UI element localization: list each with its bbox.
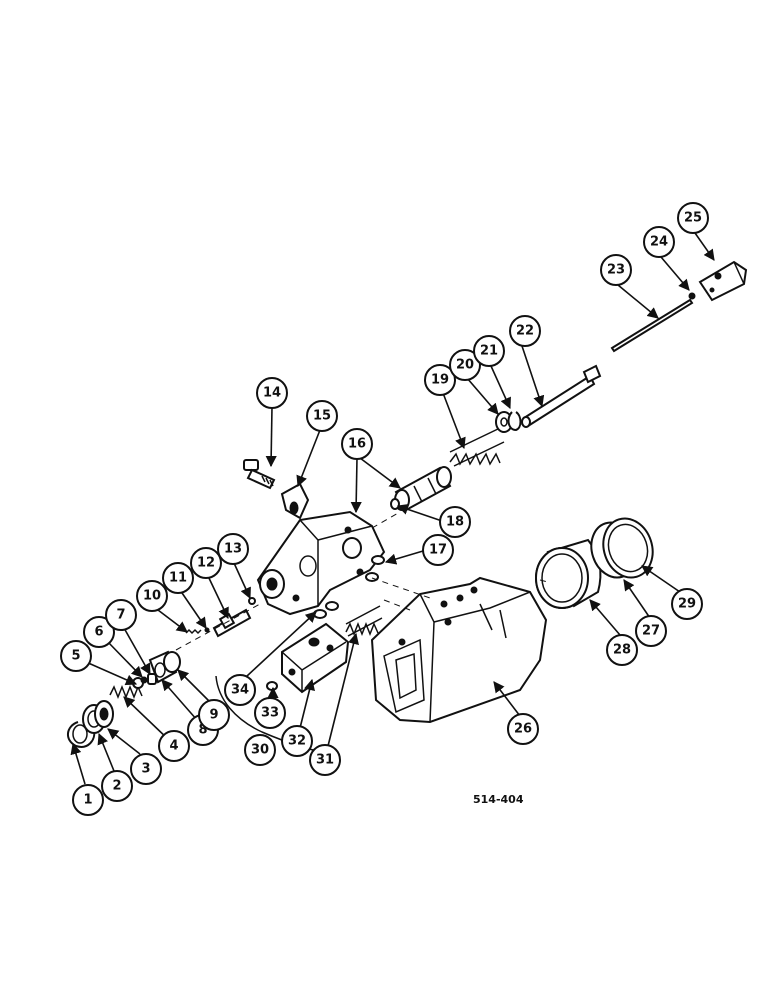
part-o-ring-9 bbox=[163, 651, 181, 673]
callout-21: 21 bbox=[473, 335, 505, 367]
callout-label: 31 bbox=[316, 753, 334, 768]
callout-31: 31 bbox=[309, 744, 341, 776]
callout-13: 13 bbox=[217, 533, 249, 565]
part-clevis-25 bbox=[698, 260, 748, 302]
part-o-rings-small bbox=[313, 601, 339, 619]
part-ring-29 bbox=[602, 517, 654, 579]
parts bbox=[67, 260, 748, 755]
part-valve-body bbox=[256, 510, 386, 616]
callout-4: 4 bbox=[158, 730, 190, 762]
callout-label: 9 bbox=[209, 708, 218, 723]
callout-25: 25 bbox=[677, 202, 709, 234]
callout-2: 2 bbox=[101, 770, 133, 802]
callout-label: 23 bbox=[607, 263, 625, 278]
callout-6: 6 bbox=[83, 616, 115, 648]
callout-10: 10 bbox=[136, 580, 168, 612]
callout-23: 23 bbox=[600, 254, 632, 286]
callout-label: 10 bbox=[143, 589, 161, 604]
part-ring-33 bbox=[266, 681, 278, 691]
part-valve-pieces bbox=[132, 673, 157, 689]
callout-label: 32 bbox=[288, 734, 306, 749]
callout-9: 9 bbox=[198, 699, 230, 731]
callout-label: 25 bbox=[684, 211, 702, 226]
callout-label: 1 bbox=[83, 793, 92, 808]
callout-3: 3 bbox=[130, 753, 162, 785]
callout-1: 1 bbox=[72, 784, 104, 816]
callout-label: 6 bbox=[94, 625, 103, 640]
callout-label: 8 bbox=[198, 723, 207, 738]
part-cap bbox=[82, 700, 114, 734]
callouts: 1 2 3 4 5 6 7 8 9 10 11 12 13 14 15 16 1… bbox=[60, 202, 709, 816]
callout-27: 27 bbox=[635, 615, 667, 647]
callout-7: 7 bbox=[105, 599, 137, 631]
callout-label: 22 bbox=[516, 324, 534, 339]
part-spool bbox=[394, 466, 452, 512]
callout-29: 29 bbox=[671, 588, 703, 620]
callout-label: 17 bbox=[429, 543, 447, 558]
callout-26: 26 bbox=[507, 713, 539, 745]
callout-22: 22 bbox=[509, 315, 541, 347]
callout-label: 13 bbox=[224, 542, 242, 557]
callout-5: 5 bbox=[60, 640, 92, 672]
callout-label: 30 bbox=[251, 743, 269, 758]
callout-17: 17 bbox=[422, 534, 454, 566]
callout-label: 11 bbox=[169, 571, 187, 586]
drawing-number: 514-404 bbox=[473, 793, 524, 806]
callout-16: 16 bbox=[341, 428, 373, 460]
callout-label: 5 bbox=[71, 649, 80, 664]
part-valve-block-32 bbox=[281, 622, 350, 694]
part-cylinder-housing bbox=[370, 576, 548, 724]
callout-15: 15 bbox=[306, 400, 338, 432]
callout-14: 14 bbox=[256, 377, 288, 409]
callout-label: 24 bbox=[650, 235, 668, 250]
part-ring-18 bbox=[390, 498, 400, 510]
callout-32: 32 bbox=[281, 725, 313, 757]
leader-lines bbox=[70, 232, 715, 785]
callout-20: 20 bbox=[449, 349, 481, 381]
callout-label: 12 bbox=[197, 556, 215, 571]
part-snap-ring-21 bbox=[507, 411, 522, 432]
callout-label: 14 bbox=[263, 386, 281, 401]
callout-12: 12 bbox=[190, 547, 222, 579]
callout-label: 34 bbox=[231, 683, 249, 698]
callout-label: 27 bbox=[642, 624, 660, 639]
callout-24: 24 bbox=[643, 226, 675, 258]
callout-label: 19 bbox=[431, 373, 449, 388]
callout-28: 28 bbox=[606, 634, 638, 666]
part-bolt-14 bbox=[243, 459, 276, 490]
part-bracket-15 bbox=[280, 482, 310, 520]
callout-label: 15 bbox=[313, 409, 331, 424]
callout-label: 33 bbox=[261, 706, 279, 721]
part-o-rings-17 bbox=[365, 555, 385, 582]
callout-label: 2 bbox=[112, 779, 121, 794]
part-rod-23 bbox=[610, 298, 694, 353]
callout-label: 29 bbox=[678, 597, 696, 612]
callout-18: 18 bbox=[439, 506, 471, 538]
callout-label: 3 bbox=[141, 762, 150, 777]
callout-30: 30 bbox=[244, 734, 276, 766]
callout-11: 11 bbox=[162, 562, 194, 594]
callout-33: 33 bbox=[254, 697, 286, 729]
callout-label: 16 bbox=[348, 437, 366, 452]
callout-label: 7 bbox=[116, 608, 125, 623]
callout-label: 4 bbox=[169, 739, 178, 754]
callout-label: 28 bbox=[613, 643, 631, 658]
part-shaft-22 bbox=[521, 364, 602, 428]
callout-19: 19 bbox=[424, 364, 456, 396]
part-piston-28 bbox=[535, 538, 602, 609]
callout-label: 20 bbox=[456, 358, 474, 373]
part-pin-24 bbox=[688, 292, 696, 300]
alignment-lines bbox=[175, 511, 549, 651]
part-spring-31 bbox=[345, 605, 383, 637]
callout-34: 34 bbox=[224, 674, 256, 706]
callout-label: 18 bbox=[446, 515, 464, 530]
callout-label: 21 bbox=[480, 344, 498, 359]
callout-label: 26 bbox=[514, 722, 532, 737]
